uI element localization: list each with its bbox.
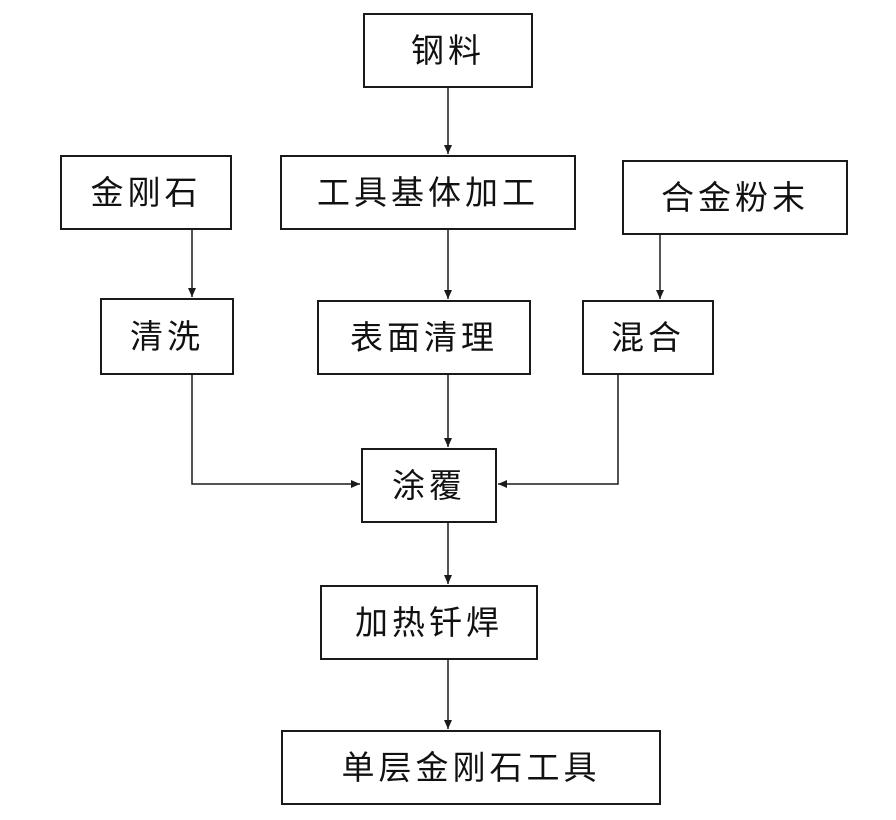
node-diamond-label: 金刚石 (90, 173, 202, 212)
node-surface-cleaning: 表面清理 (317, 300, 531, 375)
node-mix: 混合 (582, 300, 714, 375)
node-mix-label: 混合 (611, 318, 685, 357)
node-surface-cleaning-label: 表面清理 (350, 318, 498, 357)
node-wash-label: 清洗 (130, 317, 204, 356)
node-steel: 钢料 (363, 13, 533, 88)
arrow-wash-to-coat (191, 375, 360, 488)
node-heat-brazing-label: 加热钎焊 (355, 603, 503, 642)
node-single-layer-tool: 单层金刚石工具 (281, 730, 661, 805)
arrow-mix-to-coat (498, 375, 619, 488)
node-single-layer-tool-label: 单层金刚石工具 (341, 748, 601, 787)
node-coating-label: 涂覆 (392, 466, 466, 505)
node-wash: 清洗 (100, 298, 234, 375)
node-heat-brazing: 加热钎焊 (320, 585, 538, 660)
node-coating: 涂覆 (361, 448, 497, 523)
node-alloy-powder-label: 合金粉末 (661, 178, 809, 217)
node-diamond: 金刚石 (60, 155, 232, 230)
node-base-processing-label: 工具基体加工 (317, 173, 539, 212)
node-base-processing: 工具基体加工 (280, 155, 576, 230)
node-alloy-powder: 合金粉末 (622, 160, 848, 235)
node-steel-label: 钢料 (411, 31, 485, 70)
